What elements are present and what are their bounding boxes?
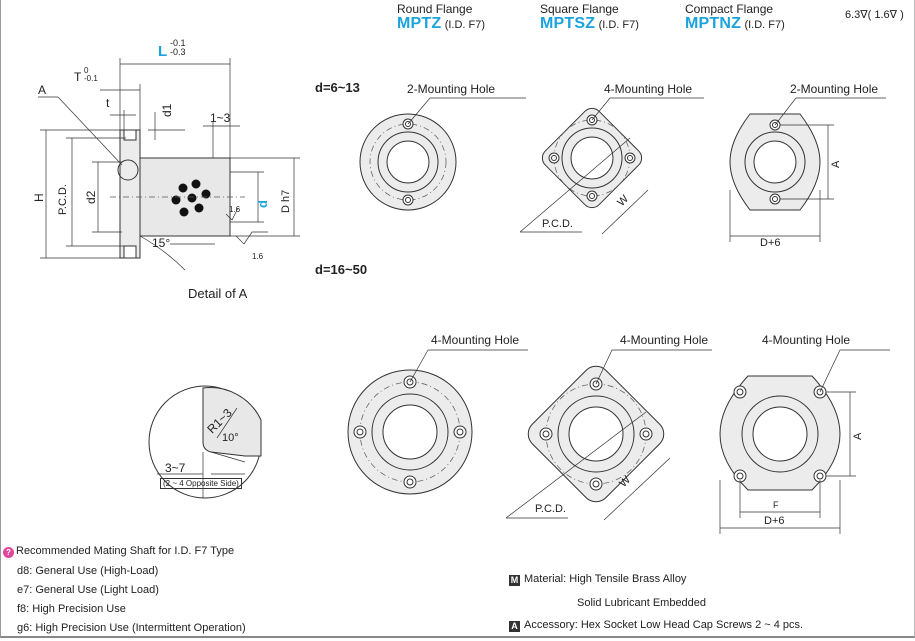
row1-round-hole-label: 2-Mounting Hole xyxy=(407,82,496,96)
round-flange-name: Round Flange xyxy=(397,2,473,16)
compact-flange-code: MPTNZ xyxy=(685,15,742,32)
dim-T-tolerance: 0 -0.1 xyxy=(84,67,98,83)
lubricant-plug xyxy=(178,183,188,193)
dim-H-label: H xyxy=(32,193,46,202)
square-flange-id: (I.D. F7) xyxy=(598,19,639,31)
dim-L-tol-upper: -0.1 xyxy=(170,38,186,48)
lubricant-plug xyxy=(191,179,201,189)
accessory-label: Accessory: xyxy=(524,619,578,631)
row1-pcd-label: P.C.D. xyxy=(542,218,573,230)
row2-round-flange xyxy=(347,349,528,495)
dim-L-label: L xyxy=(158,43,168,60)
shaft-item: d8: General Use (High-Load) xyxy=(17,565,159,577)
row2-A-label: A xyxy=(852,432,864,440)
dim-d-label: d xyxy=(255,200,270,208)
row2-front-views xyxy=(347,349,890,534)
material-line2: Solid Lubricant Embedded xyxy=(577,597,707,609)
mounting-hole-bottom xyxy=(123,245,137,259)
tip-icon: ? xyxy=(3,547,14,558)
accessory-value: Hex Socket Low Head Cap Screws 2 ~ 4 pcs… xyxy=(580,619,804,631)
square-flange-name: Square Flange xyxy=(540,2,619,16)
detail-range-label: 3~7 xyxy=(165,461,186,475)
dim-T-label: T xyxy=(74,70,82,84)
round-flange-id: (I.D. F7) xyxy=(444,19,486,31)
compact-flange-code-group: MPTNZ (I.D. F7) xyxy=(685,15,785,33)
material-value: High Tensile Brass Alloy xyxy=(569,573,687,585)
row1-A-label: A xyxy=(830,160,842,168)
compact-flange-id: (I.D. F7) xyxy=(744,19,785,31)
lubricant-plug xyxy=(201,189,211,199)
shaft-title: ?Recommended Mating Shaft for I.D. F7 Ty… xyxy=(3,545,234,558)
material-line: M Material: High Tensile Brass Alloy xyxy=(509,573,686,586)
dim-L-tolerance: -0.1 -0.3 xyxy=(170,39,186,57)
detail-opposite-label: (2 ~ 4 Opposite Side) xyxy=(160,478,242,489)
side-view-drawing xyxy=(38,58,300,271)
material-label: Material: xyxy=(524,573,567,585)
row1-compact-hole-label: 2-Mounting Hole xyxy=(790,82,879,96)
dim-T-tol-lower: -0.1 xyxy=(84,74,98,83)
detail-a-marker xyxy=(117,159,139,181)
square-flange-code: MPTSZ xyxy=(540,15,596,32)
detail-caption: Detail of A xyxy=(188,286,248,301)
shaft-title-text: Recommended Mating Shaft for I.D. F7 Typ… xyxy=(16,545,235,557)
row2-square-hole-label: 4-Mounting Hole xyxy=(620,333,709,347)
square-flange-code-group: MPTSZ (I.D. F7) xyxy=(540,15,639,33)
row1-front-views xyxy=(359,97,886,242)
accessory-line: A Accessory: Hex Socket Low Head Cap Scre… xyxy=(509,619,803,632)
round-flange-code: MPTZ xyxy=(397,15,442,32)
dim-L-tol-lower: -0.3 xyxy=(170,47,186,57)
detail-a-view xyxy=(148,385,262,499)
dim-t-label: t xyxy=(106,96,110,110)
row2-F-label: F xyxy=(773,500,779,510)
row2-size-label: d=16~50 xyxy=(315,262,368,277)
roughness-value-bore: 1.6 xyxy=(229,205,241,214)
shaft-item: f8: High Precision Use xyxy=(17,603,126,615)
round-flange-code-group: MPTZ (I.D. F7) xyxy=(397,15,485,33)
row1-D6-label: D+6 xyxy=(760,237,781,249)
row2-compact-flange xyxy=(719,349,890,534)
row2-pcd-label: P.C.D. xyxy=(535,503,566,515)
detail-angle-label: 10° xyxy=(222,432,239,444)
surface-roughness-symbol: 6.3∇( 1.6∇ ) xyxy=(845,9,904,21)
compact-flange-name: Compact Flange xyxy=(685,2,774,16)
row1-square-flange xyxy=(519,97,704,235)
row2-D6-label: D+6 xyxy=(764,515,785,527)
dim-d1-label: d1 xyxy=(160,103,174,117)
chamfer-angle-arc xyxy=(139,235,186,271)
dim-Dh7-label: D h7 xyxy=(280,189,292,213)
row2-compact-hole-label: 4-Mounting Hole xyxy=(762,333,851,347)
flange-section xyxy=(119,129,141,259)
row2-square-flange xyxy=(505,349,712,521)
shaft-item: g6: High Precision Use (Intermittent Ope… xyxy=(17,622,246,634)
lubricant-plug xyxy=(179,207,189,217)
row2-round-hole-label: 4-Mounting Hole xyxy=(431,333,520,347)
lubricant-plug xyxy=(194,203,204,213)
dim-d2-label: d2 xyxy=(84,190,98,204)
material-badge-icon: M xyxy=(509,575,520,586)
row1-square-hole-label: 4-Mounting Hole xyxy=(604,82,693,96)
row1-size-label: d=6~13 xyxy=(315,80,360,95)
row1-round-flange xyxy=(359,97,526,211)
dim-1-3-label: 1~3 xyxy=(210,111,231,125)
detail-a-label: A xyxy=(38,83,47,97)
roughness-mark-bore xyxy=(225,207,239,221)
roughness-mark-bottom xyxy=(235,231,268,245)
chamfer-angle-label: 15° xyxy=(152,236,171,250)
accessory-badge-icon: A xyxy=(509,621,520,632)
detail-a-leader xyxy=(57,96,123,166)
row1-compact-flange xyxy=(729,97,886,242)
shaft-item: e7: General Use (Light Load) xyxy=(17,584,159,596)
roughness-value-bottom: 1.6 xyxy=(252,252,264,261)
lubricant-plug xyxy=(187,193,197,203)
mounting-hole-top xyxy=(123,129,137,141)
dim-pcd-label: P.C.D. xyxy=(57,184,69,215)
lubricant-plug xyxy=(171,195,181,205)
dim-T-tol-upper: 0 xyxy=(84,66,89,75)
